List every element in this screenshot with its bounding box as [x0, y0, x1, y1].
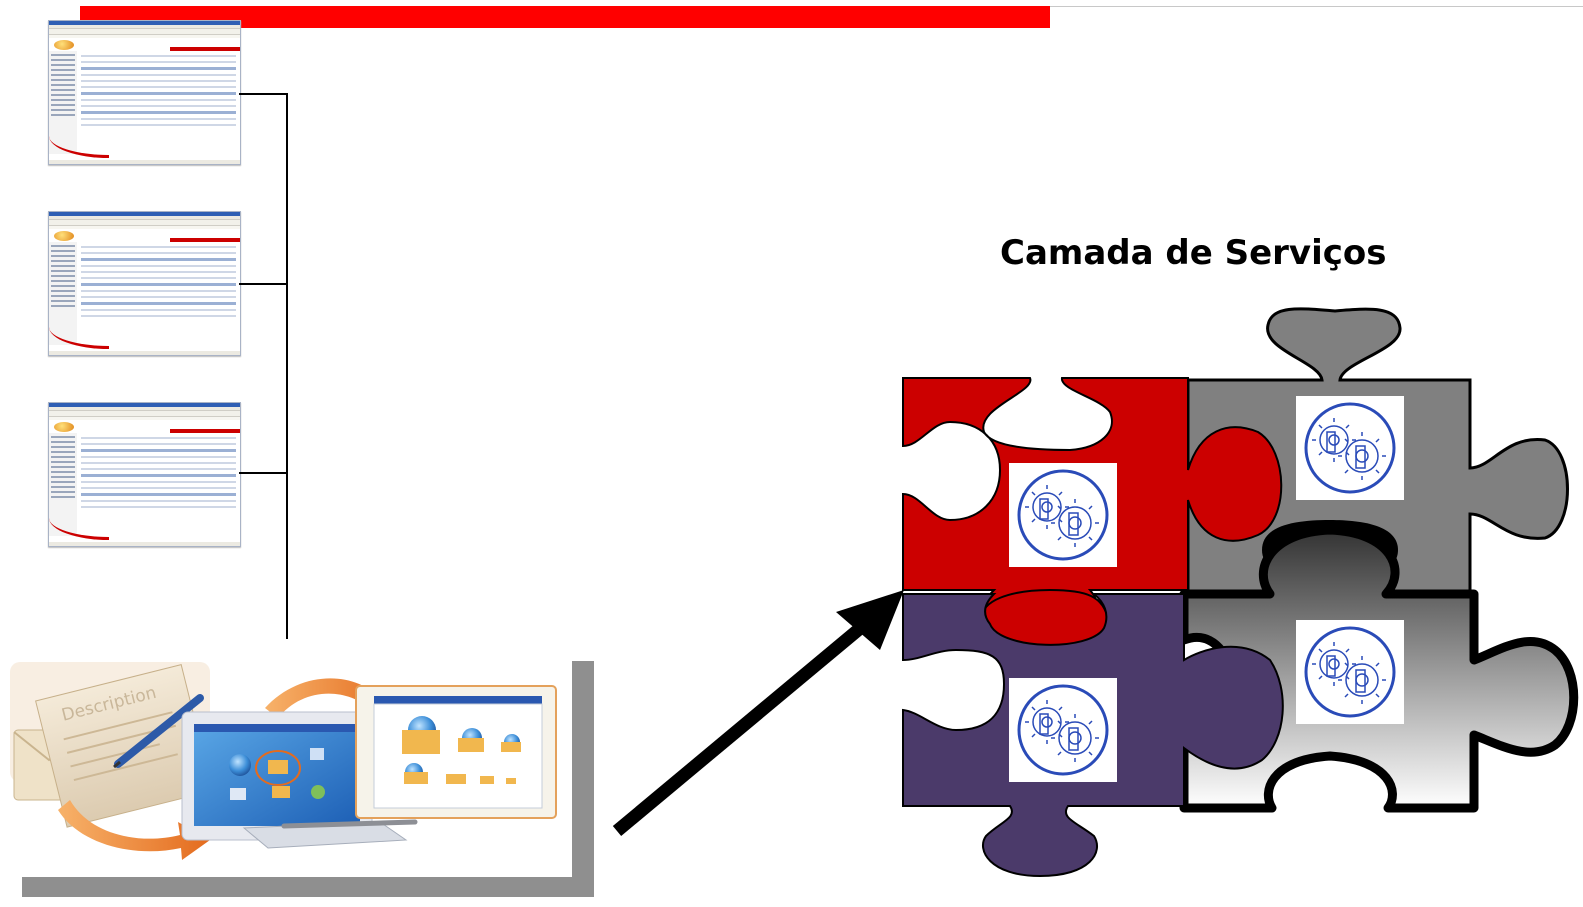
- connector-branch: [239, 93, 287, 95]
- panel-shadow: [572, 661, 594, 897]
- explorer-window: [355, 685, 557, 819]
- monitor-icon: [181, 711, 373, 841]
- pen-icon: [113, 694, 204, 769]
- app-logo-icon: [54, 40, 74, 50]
- web-app-screenshot-1: [48, 20, 241, 165]
- service-gear-icon: [1294, 618, 1406, 726]
- web-app-screenshot-3: [48, 402, 241, 547]
- application-illustration: Description: [10, 660, 572, 877]
- app-logo-icon: [54, 231, 74, 241]
- service-gear-icon: [1294, 394, 1406, 502]
- panel-shadow: [22, 877, 594, 897]
- web-app-screenshot-2: [48, 211, 241, 356]
- connector-branch: [239, 472, 287, 474]
- flow-arrow-icon: [58, 800, 210, 860]
- connector-line: [286, 93, 288, 639]
- header-rule: [1050, 6, 1583, 7]
- service-gear-icon: [1007, 461, 1119, 569]
- stylus-icon: [281, 819, 418, 829]
- service-layer-title: Camada de Serviços: [1000, 233, 1387, 273]
- service-gear-icon: [1007, 676, 1119, 784]
- accent-bar: [80, 6, 1050, 28]
- app-logo-icon: [54, 422, 74, 432]
- connector-branch: [239, 283, 287, 285]
